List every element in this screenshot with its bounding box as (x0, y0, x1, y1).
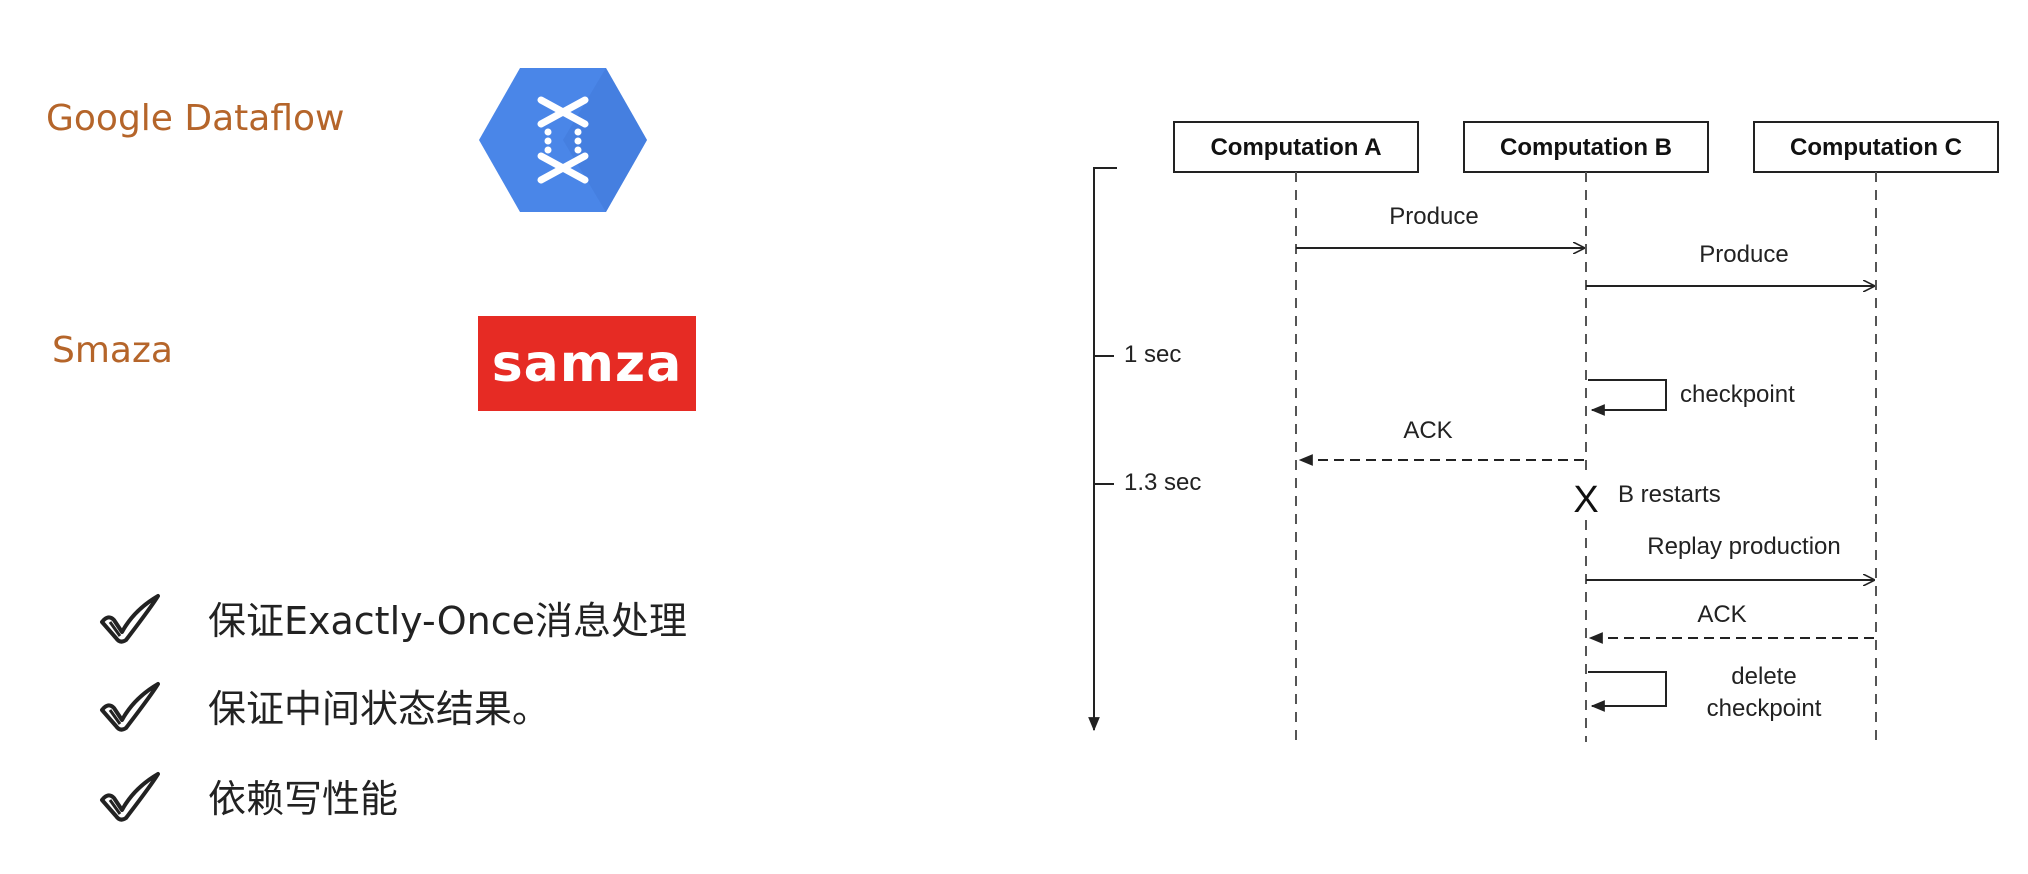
message-label-line2: checkpoint (1707, 695, 1822, 722)
message-label: Produce (1699, 241, 1788, 268)
samza-logo: samza (478, 316, 696, 411)
bullet-item: 依赖写性能 (98, 768, 398, 823)
sequence-diagram: 1 sec 1.3 sec Computation A Computation … (1088, 121, 1999, 742)
message-label: checkpoint (1680, 381, 1795, 408)
check-icon (100, 771, 160, 822)
google-dataflow-hexagon-icon (479, 68, 647, 212)
message-produce-a-b: Produce (1296, 203, 1584, 248)
message-label-line1: delete (1731, 663, 1796, 690)
bullet-text: 保证Exactly-Once消息处理 (208, 599, 687, 643)
bullet-item: 保证中间状态结果。 (98, 678, 550, 733)
bullet-text: 依赖写性能 (208, 777, 399, 821)
participant-label: Computation A (1210, 134, 1381, 161)
timeline-mark-1-3-sec: 1.3 sec (1124, 469, 1201, 496)
message-label: Produce (1389, 203, 1478, 230)
message-label: ACK (1697, 601, 1746, 628)
participant-label: Computation C (1790, 134, 1962, 161)
participant-computation-c: Computation C (1753, 121, 1999, 173)
time-axis (1088, 167, 1117, 732)
message-label: ACK (1403, 417, 1452, 444)
timeline-mark-1-sec: 1 sec (1124, 341, 1181, 368)
message-produce-b-c: Produce (1586, 241, 1874, 286)
samza-label: Smaza (52, 330, 173, 371)
crash-label: B restarts (1618, 481, 1721, 508)
message-replay-production: Replay production (1586, 533, 1874, 580)
google-dataflow-label: Google Dataflow (46, 98, 345, 139)
check-icon (100, 593, 160, 644)
message-ack-c-b: ACK (1588, 601, 1874, 644)
google-dataflow-logo (478, 66, 648, 214)
message-checkpoint: checkpoint (1588, 379, 1795, 416)
participant-computation-a: Computation A (1173, 121, 1419, 173)
lifelines (1295, 172, 1877, 742)
crash-x-icon: X (1573, 479, 1598, 521)
participant-computation-b: Computation B (1463, 121, 1709, 173)
check-icon (100, 681, 160, 732)
message-ack-b-a: ACK (1298, 417, 1584, 466)
message-label: Replay production (1647, 533, 1840, 560)
bullet-text: 保证中间状态结果。 (208, 687, 551, 731)
crash-marker: X B restarts (1573, 479, 1720, 521)
message-delete-checkpoint: delete checkpoint (1588, 663, 1822, 722)
bullet-item: 保证Exactly-Once消息处理 (98, 590, 687, 645)
participant-label: Computation B (1500, 134, 1672, 161)
